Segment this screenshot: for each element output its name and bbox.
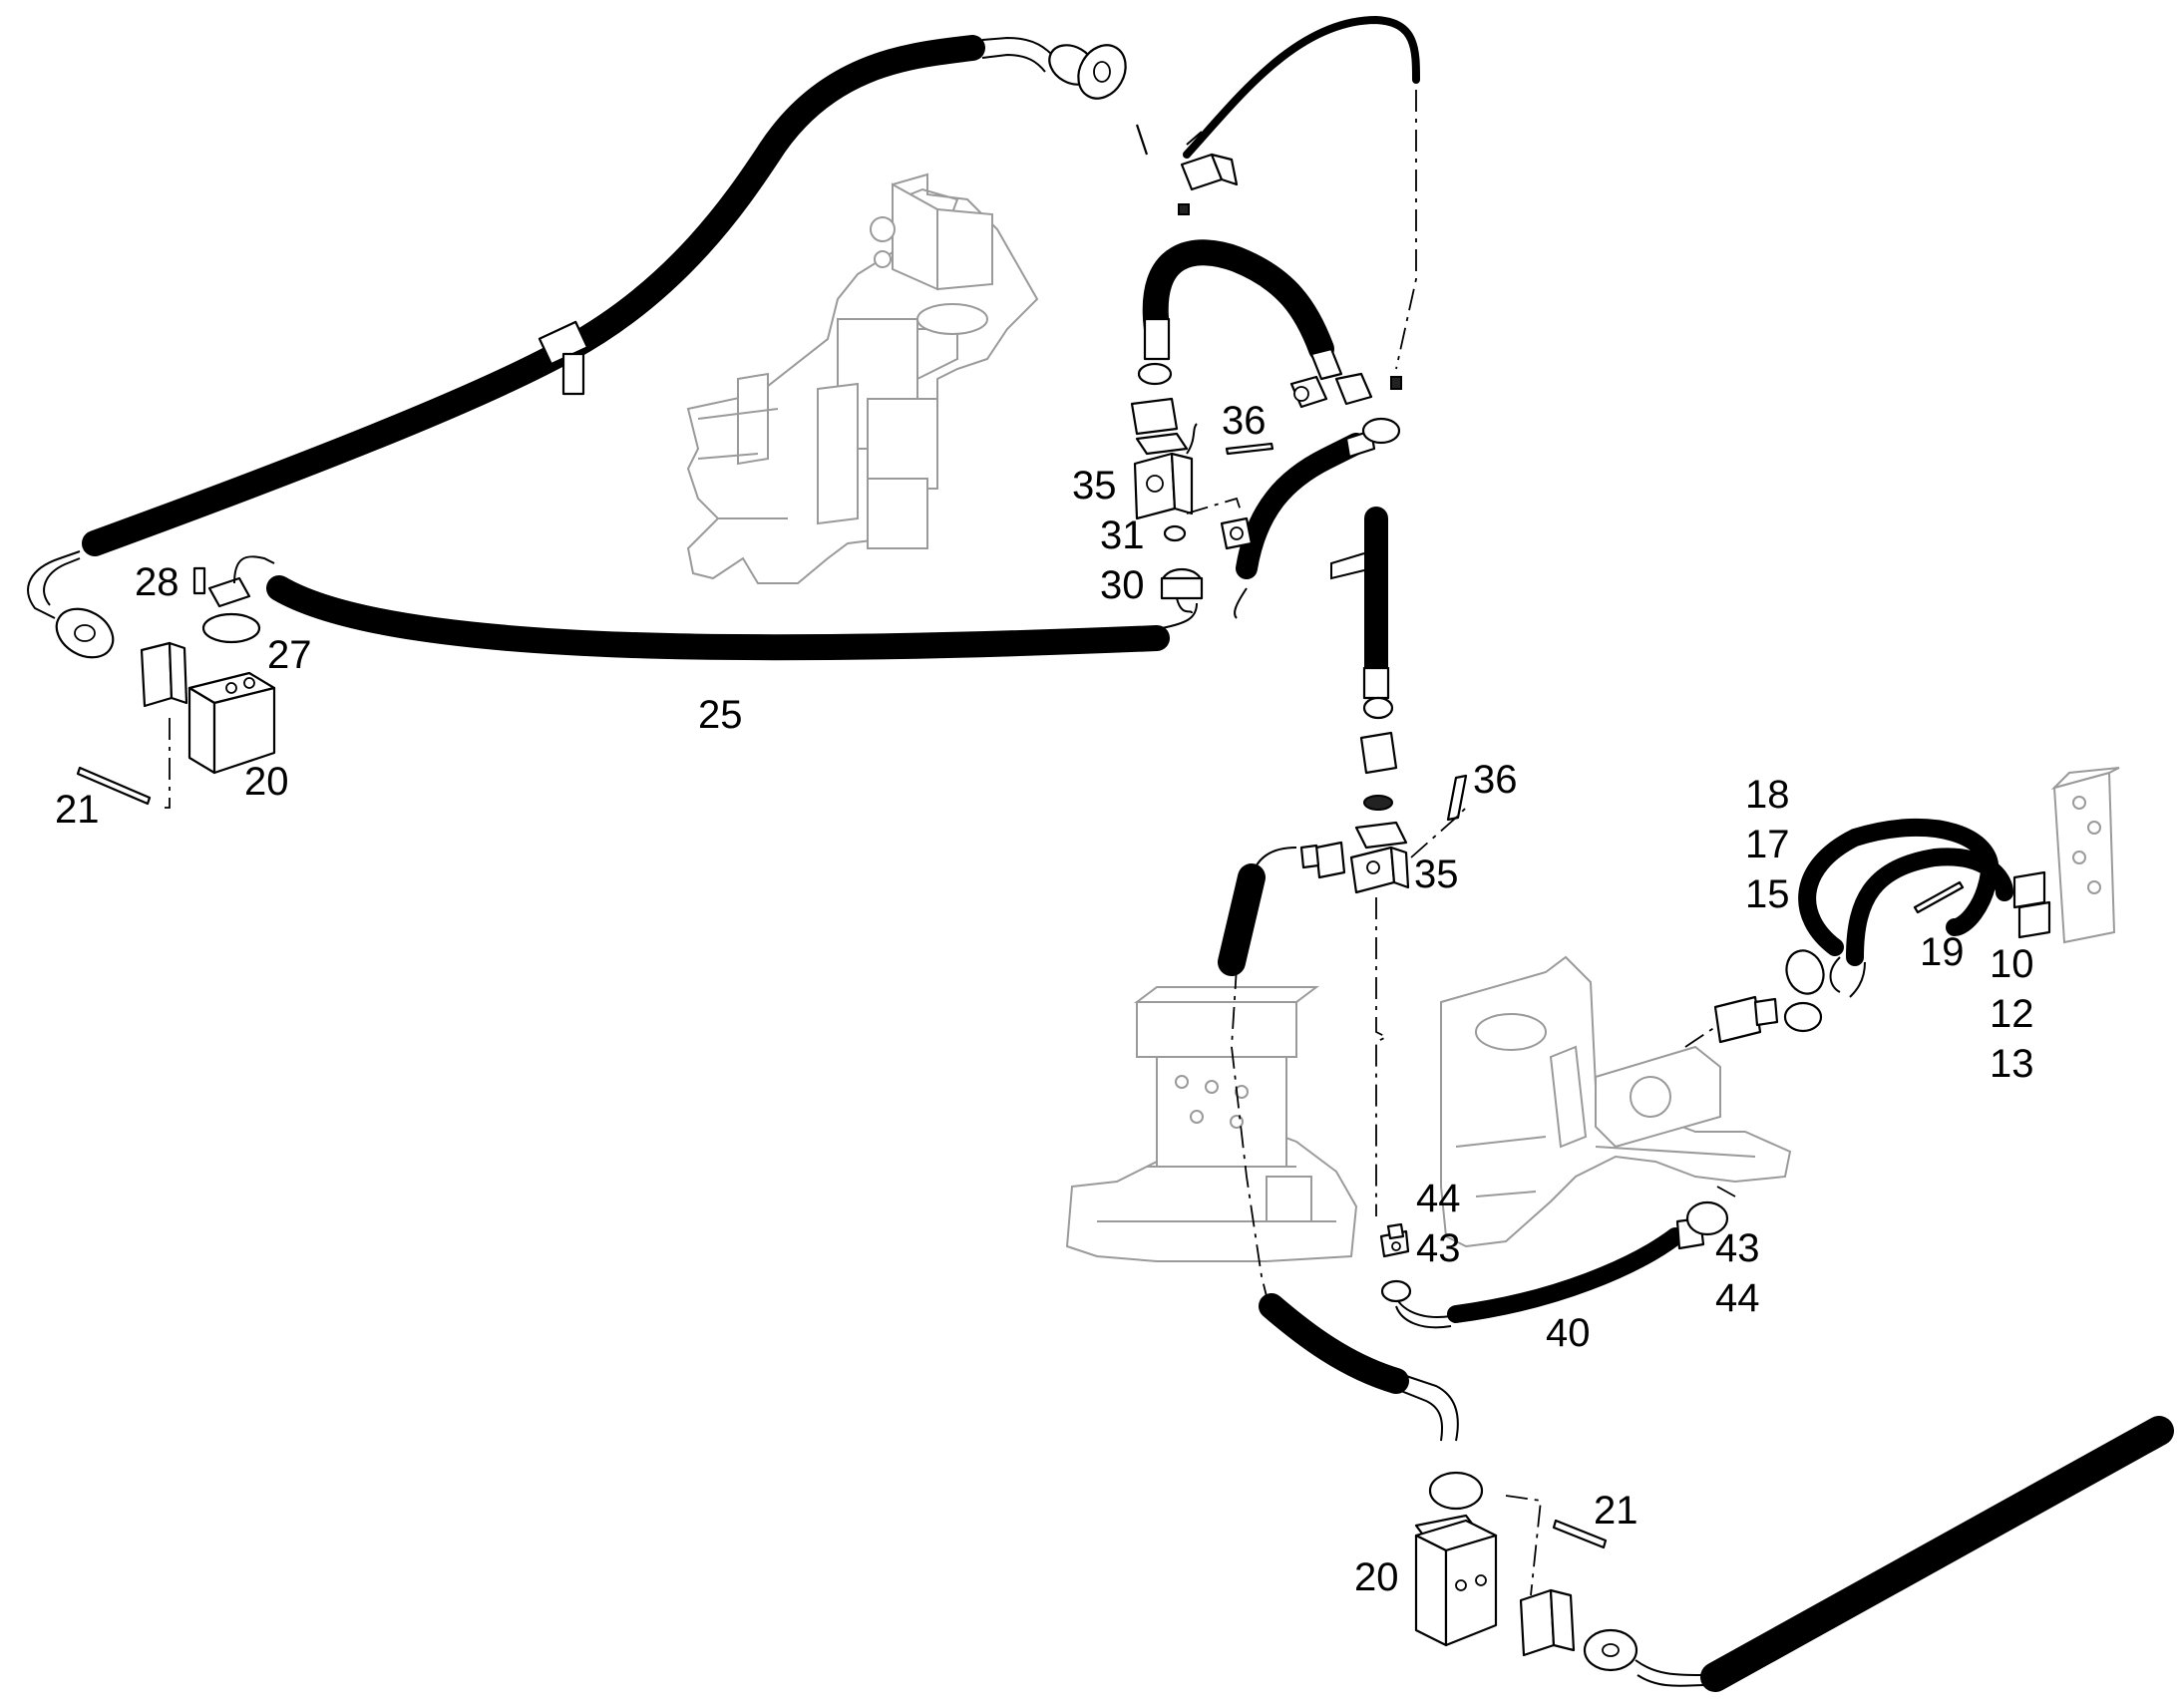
callout-36-upper: 36 (1222, 399, 1267, 443)
right-hose-group (1595, 767, 2120, 1149)
hose-lower-long (1218, 847, 1459, 1442)
loop-hose-upper (1142, 239, 1402, 409)
upper-center-hose (1135, 16, 1420, 370)
hose-30 (1186, 417, 1401, 619)
callout-20-upper: 20 (244, 760, 289, 804)
hose-25-upper (27, 35, 1127, 619)
callout-43-right: 43 (1715, 1226, 1760, 1270)
callout-43-left: 43 (1416, 1226, 1461, 1270)
block-35-upper (1130, 362, 1274, 614)
vertical-hose-center (1330, 507, 1398, 811)
callout-31: 31 (1100, 513, 1145, 557)
callout-18: 18 (1745, 773, 1790, 817)
callout-17: 17 (1745, 823, 1790, 866)
block-20-lower (1414, 1416, 2174, 1692)
left-block-assembly (55, 555, 1198, 809)
callout-19: 19 (1920, 930, 1965, 974)
callout-labels: 25 21 20 27 28 36 35 31 30 36 35 18 17 1… (55, 399, 2034, 1599)
callout-35-middle: 35 (1414, 853, 1459, 896)
callout-30: 30 (1100, 563, 1145, 607)
callout-21-upper: 21 (55, 788, 100, 832)
callout-44-right: 44 (1715, 1276, 1760, 1320)
callout-40: 40 (1546, 1311, 1591, 1355)
callout-35-upper: 35 (1072, 464, 1117, 508)
callout-28: 28 (135, 560, 180, 604)
callout-44-left: 44 (1416, 1177, 1461, 1220)
hose-40 (1379, 1186, 1736, 1329)
callout-15: 15 (1745, 872, 1790, 916)
callout-25: 25 (698, 693, 743, 737)
callout-21-lower: 21 (1594, 1489, 1638, 1533)
callout-36-middle: 36 (1473, 758, 1518, 802)
callout-13: 13 (1990, 1042, 2034, 1086)
ghost-frame-lower-left (1065, 986, 1358, 1262)
ghost-frame-upper (686, 172, 1039, 584)
block-35-middle (1299, 774, 1468, 1216)
callout-10: 10 (1990, 942, 2034, 986)
callout-20-lower: 20 (1354, 1555, 1399, 1599)
callout-27: 27 (267, 633, 312, 677)
callout-12: 12 (1990, 992, 2034, 1036)
